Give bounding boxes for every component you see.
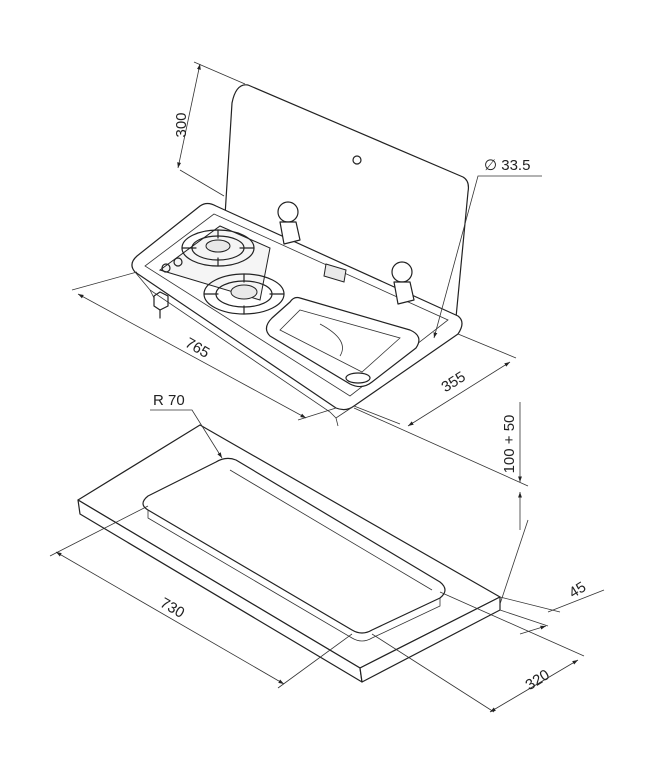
control-knobs — [161, 257, 183, 273]
cutout-opening — [142, 457, 446, 634]
dim-cutout-width-label: 730 — [157, 594, 187, 621]
gas-connector — [153, 291, 169, 319]
dim-counter-thickness-label: 45 — [566, 579, 589, 602]
burner-front — [203, 273, 285, 315]
dim-clearance-label: 100 + 50 — [501, 415, 518, 474]
lid-hinge-left — [277, 201, 301, 245]
lid-hinge-right — [391, 261, 415, 305]
burner-back — [181, 229, 255, 267]
dim-counter-thickness: 45 — [499, 579, 605, 635]
dim-unit-width-label: 765 — [182, 334, 212, 361]
dim-clearance: 100 + 50 — [353, 402, 529, 605]
dim-unit-depth-label: 355 — [438, 368, 468, 396]
countertop — [77, 424, 501, 683]
dim-lid-height: 300 — [173, 61, 246, 197]
dim-corner-radius-label: R 70 — [153, 392, 185, 409]
lid-tap-hole — [352, 155, 362, 165]
dim-tap-hole-label: ∅ 33.5 — [484, 157, 530, 174]
dim-tap-hole: ∅ 33.5 — [433, 157, 542, 339]
dim-lid-height-label: 300 — [173, 112, 190, 137]
dim-corner-radius: R 70 — [150, 392, 223, 459]
